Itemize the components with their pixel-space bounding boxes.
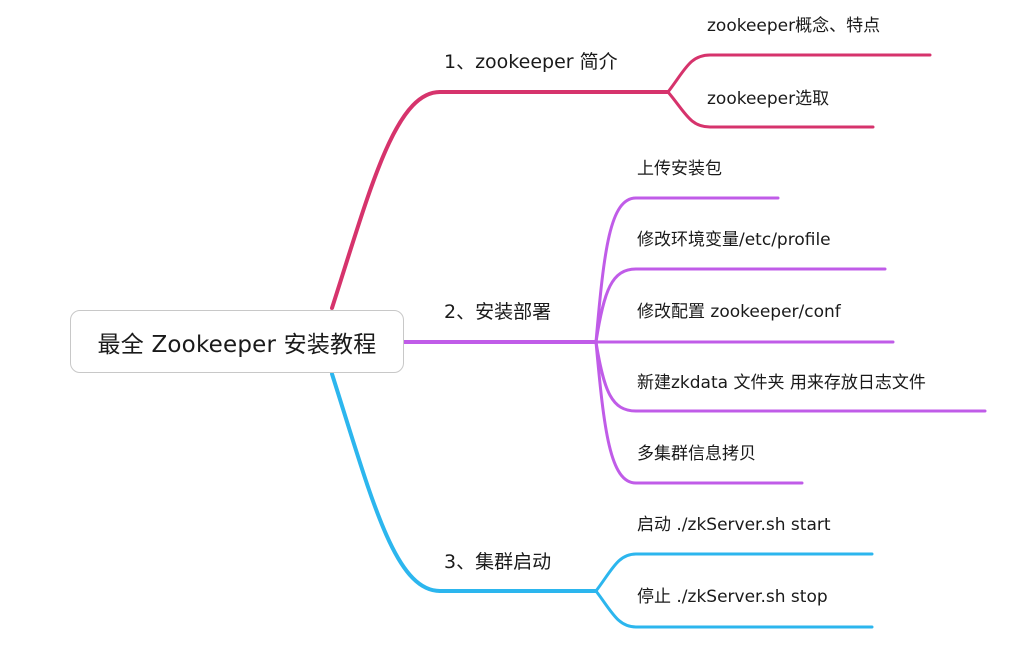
leaf-stop-server[interactable]: 停止 ./zkServer.sh stop	[637, 587, 828, 607]
branch-3-label[interactable]: 3、集群启动	[444, 551, 552, 573]
branch-2-label[interactable]: 2、安装部署	[444, 301, 552, 323]
leaf-edit-config[interactable]: 修改配置 zookeeper/conf	[637, 302, 841, 322]
connector-branch-1-child-2	[666, 90, 875, 129]
root-node-label: 最全 Zookeeper 安装教程	[97, 331, 377, 358]
leaf-zookeeper-election[interactable]: zookeeper选取	[707, 89, 830, 109]
connector-branch-2-child-5	[594, 340, 804, 485]
leaf-edit-env-vars[interactable]: 修改环境变量/etc/profile	[637, 230, 831, 250]
connector-branch-3-child-1	[594, 552, 874, 593]
leaf-upload-package[interactable]: 上传安装包	[637, 159, 722, 179]
leaf-start-server[interactable]: 启动 ./zkServer.sh start	[637, 515, 831, 535]
leaf-zookeeper-concept[interactable]: zookeeper概念、特点	[707, 16, 881, 36]
connector-branch-1-child-1	[666, 53, 932, 94]
connector-branch-3-child-2	[594, 589, 874, 629]
connector-root-to-branch-1	[330, 90, 442, 310]
root-node[interactable]: 最全 Zookeeper 安装教程	[70, 310, 404, 373]
leaf-create-zkdata[interactable]: 新建zkdata 文件夹 用来存放日志文件	[637, 373, 926, 393]
branch-1-label[interactable]: 1、zookeeper 简介	[444, 51, 618, 73]
connector-branch-2-child-2	[594, 267, 887, 344]
connector-branch-2-child-1	[594, 196, 780, 344]
leaf-copy-cluster-info[interactable]: 多集群信息拷贝	[637, 444, 756, 464]
connector-root-to-branch-3	[330, 372, 442, 593]
